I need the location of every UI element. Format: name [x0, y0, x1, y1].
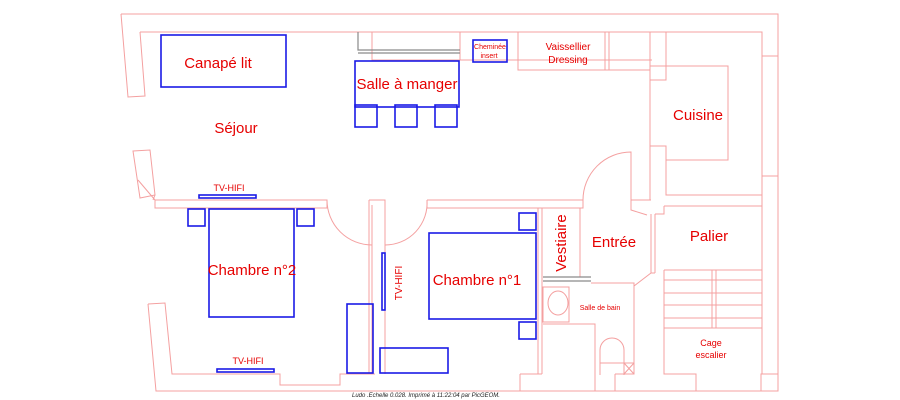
chair — [394, 104, 418, 128]
label-salle-a-manger: Salle à manger — [357, 76, 458, 93]
label-cage: Cage — [700, 338, 722, 348]
label-salle-de-bain: Salle de bain — [580, 305, 621, 312]
nightstand — [518, 321, 537, 340]
label-vestiaire: Vestiaire — [553, 214, 570, 272]
label-tv-hifi-chambre2: TV-HIFI — [233, 356, 264, 366]
label-sejour: Séjour — [214, 120, 257, 137]
label-entree: Entrée — [592, 234, 636, 251]
nightstand — [296, 208, 315, 227]
label-escalier: escalier — [695, 350, 726, 360]
tv-hifi-sejour[interactable] — [198, 194, 257, 199]
label-chambre2: Chambre n°2 — [208, 262, 297, 279]
bed-chambre2[interactable] — [208, 208, 295, 318]
tv-hifi-chambre2[interactable] — [216, 368, 275, 373]
cheminee-insert[interactable] — [472, 39, 508, 63]
chair — [434, 104, 458, 128]
label-cheminee-1: Cheminée — [474, 44, 506, 51]
label-dressing: Dressing — [548, 55, 587, 66]
labels: Canapé lit Salle à manger Cheminée inser… — [184, 42, 728, 399]
wardrobe[interactable] — [346, 303, 374, 374]
label-cheminee-2: insert — [480, 53, 497, 60]
walls — [120, 13, 779, 392]
nightstand — [518, 212, 537, 231]
chair — [354, 104, 378, 128]
label-canape-lit: Canapé lit — [184, 55, 252, 72]
furniture — [160, 34, 537, 374]
label-tv-hifi-sejour: TV-HIFI — [214, 183, 245, 193]
tv-hifi-chambre1[interactable] — [381, 252, 386, 311]
label-cuisine: Cuisine — [673, 107, 723, 124]
desk[interactable] — [379, 347, 449, 374]
nightstand — [187, 208, 206, 227]
label-vaissellier: Vaissellier — [546, 42, 591, 53]
footer-caption: Ludo .Echelle 0.028. Imprimé à 11:22:04 … — [352, 393, 500, 399]
label-chambre1: Chambre n°1 — [433, 272, 522, 289]
label-palier: Palier — [690, 228, 728, 245]
dining-table[interactable] — [354, 60, 460, 108]
canape-lit[interactable] — [160, 34, 287, 88]
bed-chambre1[interactable] — [428, 232, 537, 320]
label-tv-hifi-chambre1: TV-HIFI — [394, 266, 405, 300]
